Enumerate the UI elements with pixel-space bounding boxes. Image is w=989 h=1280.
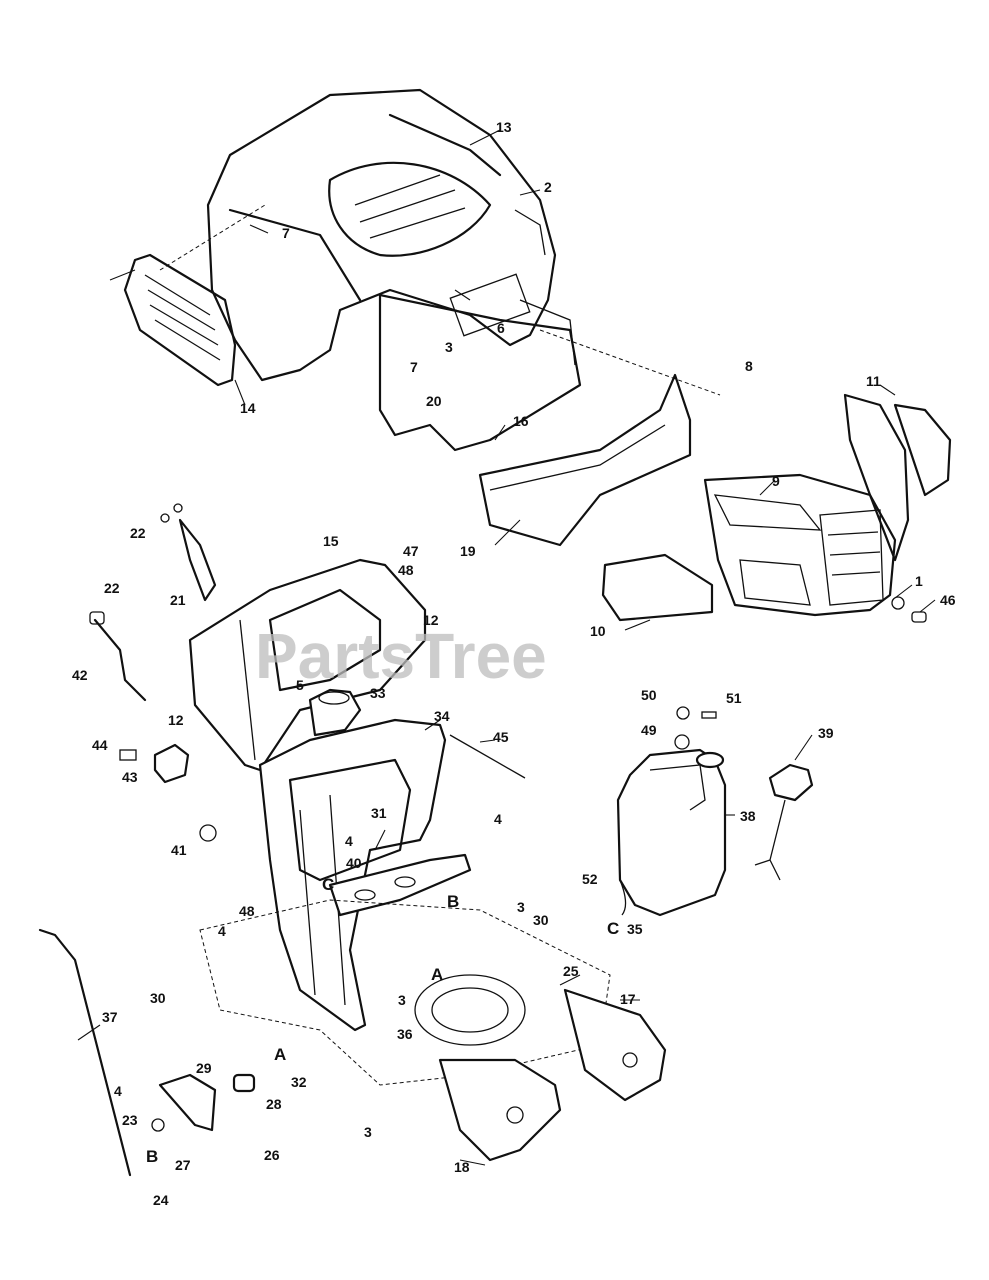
- callout-46[interactable]: 46: [940, 592, 956, 608]
- callout-37[interactable]: 37: [102, 1009, 118, 1025]
- callout-23[interactable]: 23: [122, 1112, 138, 1128]
- fuel-tank-part[interactable]: [616, 748, 727, 917]
- callout-33[interactable]: 33: [370, 685, 386, 701]
- callout-25[interactable]: 25: [563, 963, 579, 979]
- part-callouts: 1 2 3 3 3 3 4 4 4 4 5 6 7 7 8 9 10 11 12…: [72, 119, 956, 1208]
- partstree-watermark: PartsTree: [255, 620, 547, 692]
- front-grille-frame[interactable]: [703, 473, 897, 617]
- callout-15[interactable]: 15: [323, 533, 339, 549]
- callout-49[interactable]: 49: [641, 722, 657, 738]
- callout-16[interactable]: 16: [513, 413, 529, 429]
- callout-24[interactable]: 24: [153, 1192, 169, 1208]
- callout-43[interactable]: 43: [122, 769, 138, 785]
- callout-35[interactable]: 35: [627, 921, 643, 937]
- callout-4[interactable]: 4: [114, 1083, 122, 1099]
- ref-letter-a: A: [274, 1045, 286, 1064]
- callout-4[interactable]: 4: [345, 833, 353, 849]
- dash-tower-part[interactable]: [258, 718, 447, 1032]
- ref-letter-c: C: [322, 875, 334, 894]
- callout-3[interactable]: 3: [364, 1124, 372, 1140]
- callout-2[interactable]: 2: [544, 179, 552, 195]
- ref-letter-b: B: [146, 1147, 158, 1166]
- callout-22[interactable]: 22: [130, 525, 146, 541]
- ref-letter-b: B: [447, 892, 459, 911]
- callout-45[interactable]: 45: [493, 729, 509, 745]
- callout-47[interactable]: 47: [403, 543, 419, 559]
- callout-28[interactable]: 28: [266, 1096, 282, 1112]
- callout-10[interactable]: 10: [590, 623, 606, 639]
- frame-part[interactable]: [199, 899, 667, 1162]
- fuel-cap-part[interactable]: [754, 763, 814, 881]
- callout-9[interactable]: 9: [772, 473, 780, 489]
- callout-27[interactable]: 27: [175, 1157, 191, 1173]
- callout-39[interactable]: 39: [818, 725, 834, 741]
- callout-51[interactable]: 51: [726, 690, 742, 706]
- side-panel-part[interactable]: [843, 393, 952, 562]
- callout-3[interactable]: 3: [398, 992, 406, 1008]
- callout-42[interactable]: 42: [72, 667, 88, 683]
- callout-3[interactable]: 3: [445, 339, 453, 355]
- callout-50[interactable]: 50: [641, 687, 657, 703]
- callout-4[interactable]: 4: [494, 811, 502, 827]
- callout-14[interactable]: 14: [240, 400, 256, 416]
- callout-3[interactable]: 3: [517, 899, 525, 915]
- callout-22[interactable]: 22: [104, 580, 120, 596]
- callout-41[interactable]: 41: [171, 842, 187, 858]
- hardware-pieces: [38, 503, 927, 1177]
- callout-30[interactable]: 30: [150, 990, 166, 1006]
- callout-4[interactable]: 4: [218, 923, 226, 939]
- ref-letter-c: C: [607, 919, 619, 938]
- callout-44[interactable]: 44: [92, 737, 108, 753]
- callout-48[interactable]: 48: [239, 903, 255, 919]
- callout-12[interactable]: 12: [168, 712, 184, 728]
- ref-letter-a: A: [431, 965, 443, 984]
- callout-32[interactable]: 32: [291, 1074, 307, 1090]
- callout-12[interactable]: 12: [423, 612, 439, 628]
- dash-panel-part[interactable]: [188, 558, 427, 772]
- callout-21[interactable]: 21: [170, 592, 186, 608]
- hood-support-bracket[interactable]: [378, 273, 582, 452]
- callout-8[interactable]: 8: [745, 358, 753, 374]
- callout-30[interactable]: 30: [533, 912, 549, 928]
- callout-29[interactable]: 29: [196, 1060, 212, 1076]
- reference-letters: A A B B C C: [146, 875, 619, 1166]
- grille-part[interactable]: [123, 204, 266, 387]
- bumper-part[interactable]: [478, 329, 721, 547]
- callout-40[interactable]: 40: [346, 855, 362, 871]
- callout-7[interactable]: 7: [410, 359, 418, 375]
- callout-36[interactable]: 36: [397, 1026, 413, 1042]
- callout-5[interactable]: 5: [296, 677, 304, 693]
- mounting-plate-part[interactable]: [328, 853, 472, 917]
- callout-13[interactable]: 13: [496, 119, 512, 135]
- callout-38[interactable]: 38: [740, 808, 756, 824]
- callout-6[interactable]: 6: [497, 320, 505, 336]
- callout-19[interactable]: 19: [460, 543, 476, 559]
- callout-26[interactable]: 26: [264, 1147, 280, 1163]
- callout-1[interactable]: 1: [915, 573, 923, 589]
- callout-11[interactable]: 11: [866, 373, 881, 389]
- callout-34[interactable]: 34: [434, 708, 450, 724]
- leader-lines: [77, 129, 936, 1166]
- callout-17[interactable]: 17: [620, 991, 636, 1007]
- callout-31[interactable]: 31: [371, 805, 387, 821]
- callout-7[interactable]: 7: [282, 225, 290, 241]
- callout-48[interactable]: 48: [398, 562, 414, 578]
- callout-52[interactable]: 52: [582, 871, 598, 887]
- headlight-lens-part[interactable]: [601, 553, 714, 622]
- callout-18[interactable]: 18: [454, 1159, 470, 1175]
- callout-20[interactable]: 20: [426, 393, 442, 409]
